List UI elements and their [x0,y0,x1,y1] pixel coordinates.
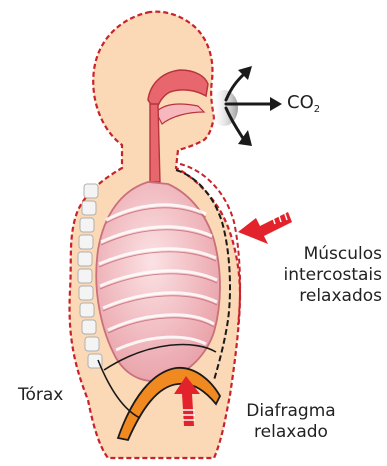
co2-label: CO2 [287,92,320,120]
trachea [150,104,160,182]
diaphragm-line-2: relaxado [232,422,350,443]
co2-subscript: 2 [314,104,320,115]
muscles-line-3: relaxados [258,286,382,307]
intercostal-arrow [238,208,292,244]
intercostal-muscles-label: Músculos intercostais relaxados [258,244,382,307]
muscles-line-2: intercostais [258,265,382,286]
exhale-arrowheads [238,66,282,146]
diaphragm-line-1: Diafragma [232,401,350,422]
thorax-label: Tórax [18,385,63,406]
co2-main-text: CO [287,92,314,113]
diaphragm-label: Diafragma relaxado [232,401,350,443]
muscles-line-1: Músculos [258,244,382,265]
